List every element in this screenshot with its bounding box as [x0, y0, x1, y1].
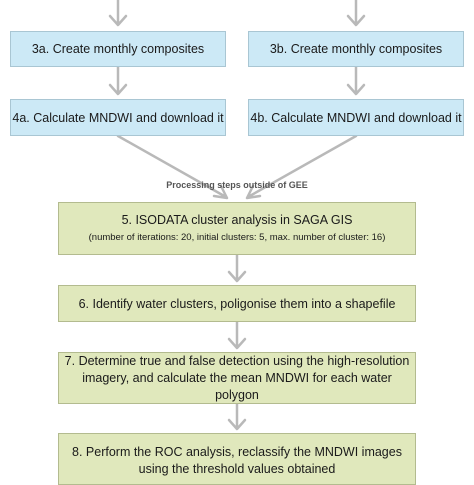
arrow-4a-5: [116, 134, 229, 200]
step-5-params: (number of iterations: 20, initial clust…: [88, 232, 386, 243]
step-3b-label: 3b. Create monthly composites: [269, 42, 443, 56]
arrow-3b-4b: [346, 64, 366, 96]
step-3a-box: 3a. Create monthly composites: [10, 31, 226, 67]
step-8-line1: 8. Perform the ROC analysis, reclassify …: [72, 445, 402, 459]
step-6-label: 6. Identify water clusters, poligonise t…: [78, 296, 396, 311]
step-5-title: 5. ISODATA cluster analysis in SAGA GIS: [121, 213, 353, 227]
arrow-4b-5: [245, 134, 358, 200]
flow-arrows: [108, 0, 366, 431]
step-7-line1: 7. Determine true and false detection us…: [64, 353, 410, 368]
step-4a-label: 4a. Calculate MNDWI and download it: [12, 110, 224, 125]
step-7-box: 7. Determine true and false detection us…: [58, 352, 416, 404]
outside-gee-note: Processing steps outside of GEE: [166, 180, 308, 190]
arrow-7-8: [227, 401, 247, 431]
step-4a-box: 4a. Calculate MNDWI and download it: [10, 99, 226, 136]
arrow-into-3b: [346, 0, 366, 27]
step-3a-label: 3a. Create monthly composites: [31, 42, 205, 56]
step-4b-label: 4b. Calculate MNDWI and download it: [250, 110, 462, 125]
arrow-5-6: [227, 252, 247, 283]
step-4b-box: 4b. Calculate MNDWI and download it: [248, 99, 464, 136]
arrow-3a-4a: [108, 64, 128, 96]
arrow-into-3a: [108, 0, 128, 27]
step-8-line2: using the threshold values obtained: [138, 462, 336, 476]
step-7-line2: imagery, and calculate the mean MNDWI fo…: [82, 370, 392, 402]
step-3b-box: 3b. Create monthly composites: [248, 31, 464, 67]
step-5-box: 5. ISODATA cluster analysis in SAGA GIS …: [58, 202, 416, 255]
arrow-6-7: [227, 319, 247, 350]
step-8-box: 8. Perform the ROC analysis, reclassify …: [58, 433, 416, 485]
step-6-box: 6. Identify water clusters, poligonise t…: [58, 285, 416, 322]
